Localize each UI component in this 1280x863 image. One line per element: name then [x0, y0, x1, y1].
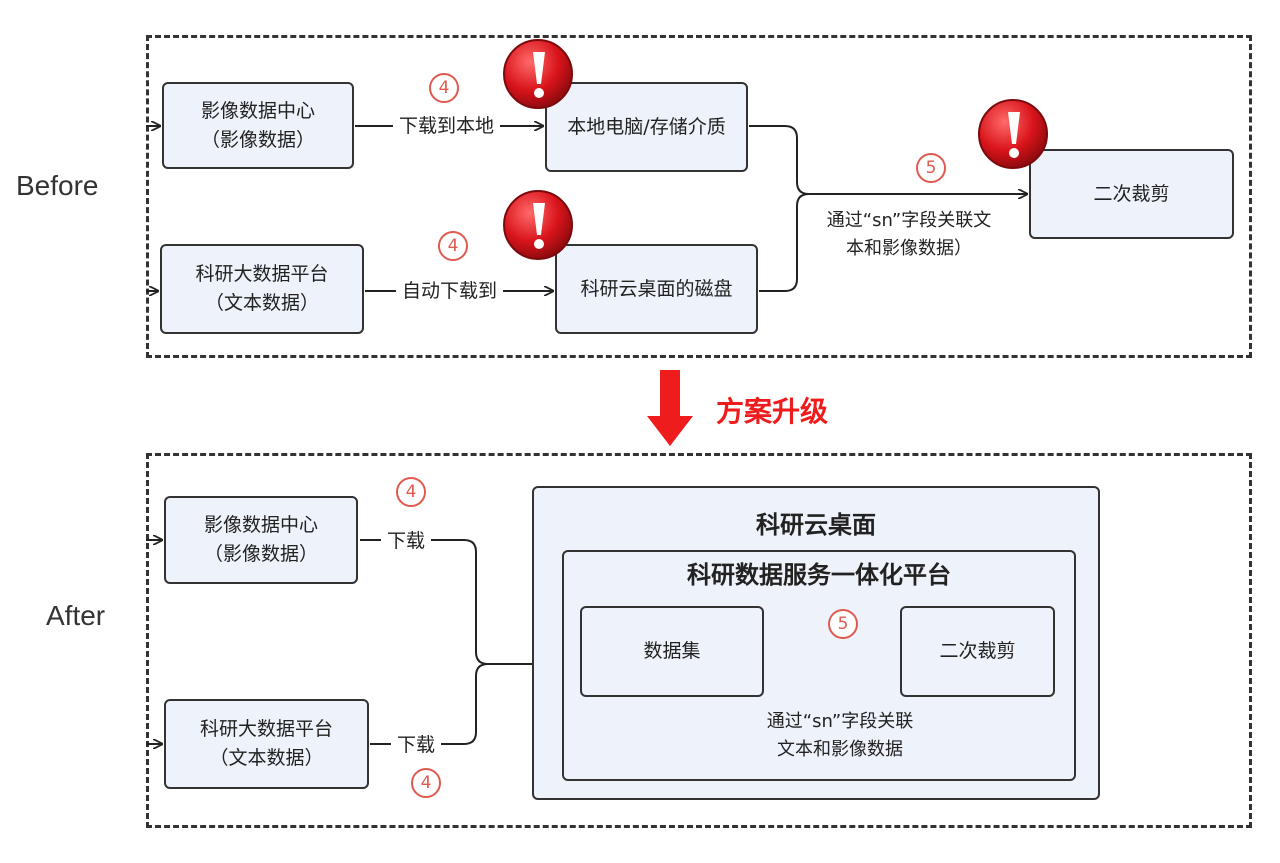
edge-label-download-bottom: 下载 [391, 732, 442, 758]
down-arrow-icon [647, 370, 693, 446]
edge-label-download-top: 下载 [381, 528, 432, 554]
node-line: （影像数据） [203, 543, 318, 565]
node-line: （影像数据） [200, 128, 315, 151]
note-line: 通过“sn”字段关联 [766, 711, 914, 732]
before-cloud-disk-node: 科研云桌面的磁盘 [555, 244, 758, 334]
edge-label-auto-download: 自动下载到 [396, 278, 504, 304]
after-link-note: 通过“sn”字段关联文本和影像数据 [700, 708, 980, 764]
step-marker: 4 [429, 73, 459, 103]
upgrade-label: 方案升级 [716, 395, 829, 428]
step-marker: 4 [411, 768, 441, 798]
before-research-platform-node: 科研大数据平台 （文本数据） [160, 244, 364, 334]
after-research-platform-node: 科研大数据平台 （文本数据） [164, 699, 369, 789]
node-line: 科研大数据平台 [199, 718, 333, 740]
note-line: 通过“sn”字段关联文 [826, 210, 992, 231]
after-dataset-node: 数据集 [580, 606, 764, 697]
cloud-desktop-title: 科研云桌面 [756, 511, 876, 539]
step-marker: 5 [916, 153, 946, 183]
step-marker: 5 [828, 609, 858, 639]
after-frame [146, 453, 1252, 828]
note-line: 本和影像数据） [846, 238, 972, 259]
before-image-center-node: 影像数据中心 （影像数据） [162, 82, 354, 169]
node-line: （文本数据） [209, 747, 324, 769]
integrated-platform-title: 科研数据服务一体化平台 [687, 561, 951, 589]
node-line: 影像数据中心 [203, 514, 318, 536]
after-label: After [46, 600, 106, 631]
note-line: 文本和影像数据 [777, 739, 903, 760]
edge-after-download-bottom [370, 663, 489, 745]
step-marker: 4 [396, 477, 426, 507]
edge-merge-crop [749, 125, 1027, 194]
node-line: 科研大数据平台 [195, 263, 329, 285]
after-crop-node: 二次裁剪 [900, 606, 1055, 697]
edge-label-download-local: 下载到本地 [393, 113, 501, 139]
before-frame [146, 35, 1252, 358]
edge-after-download-top [360, 539, 556, 664]
before-crop-node: 二次裁剪 [1029, 149, 1234, 239]
step-marker: 4 [438, 231, 468, 261]
after-image-center-node: 影像数据中心 （影像数据） [164, 496, 358, 584]
exclamation-warning-icon [503, 39, 573, 109]
before-local-pc-node: 本地电脑/存储介质 [545, 82, 748, 172]
exclamation-warning-icon [503, 190, 573, 260]
exclamation-warning-icon [978, 99, 1048, 169]
node-line: （文本数据） [204, 292, 319, 314]
node-line: 影像数据中心 [200, 99, 315, 122]
before-link-note: 通过“sn”字段关联文本和影像数据） [802, 207, 1016, 263]
edge-merge-crop-lower [759, 193, 810, 292]
before-label: Before [16, 170, 99, 201]
